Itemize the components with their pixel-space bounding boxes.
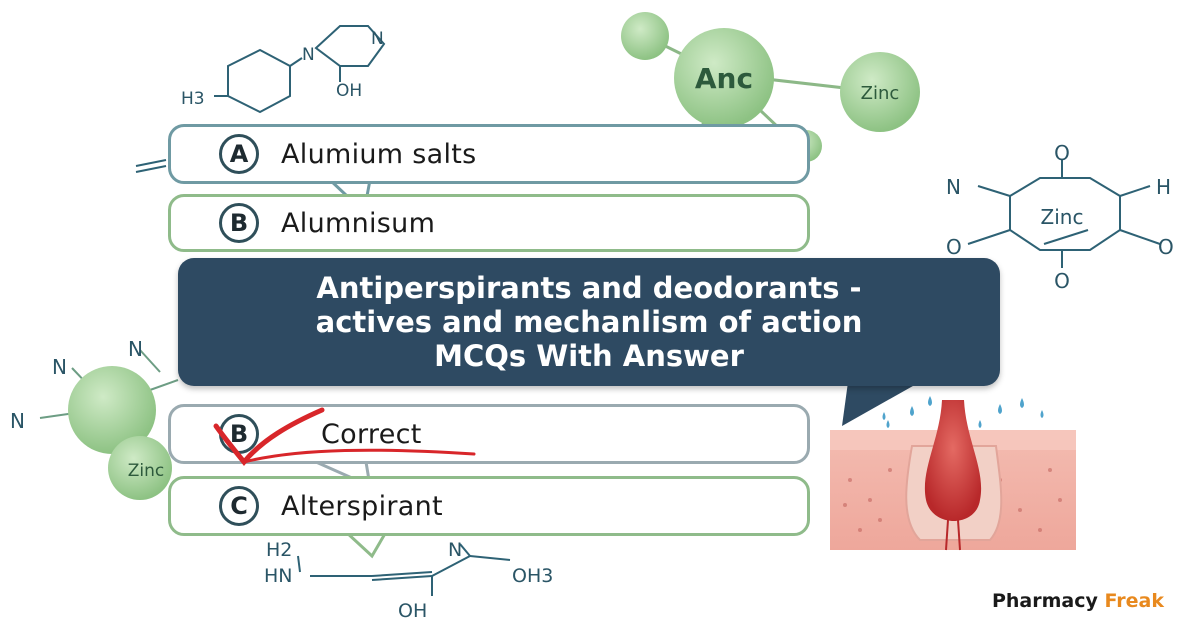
- molecule-top-left: [214, 25, 386, 114]
- anc-ball: [674, 28, 774, 128]
- h-label: H: [1156, 175, 1171, 199]
- zinc-ball: [840, 52, 920, 132]
- zinc-ball: [108, 436, 172, 500]
- o-label: O: [946, 235, 962, 259]
- green-ball: [621, 12, 669, 60]
- banner-tail: [842, 382, 920, 426]
- zinc-ring: [967, 160, 1161, 268]
- h2-label: H2: [266, 539, 292, 561]
- o-label: O: [1158, 235, 1174, 259]
- option-a[interactable]: A Alumium salts: [168, 124, 810, 184]
- option-text: Alterspirant: [281, 490, 443, 522]
- skin-illustration: [830, 396, 1076, 551]
- zinc-label: Zinc: [1041, 205, 1084, 229]
- green-ball: [68, 366, 156, 454]
- option-letter: B: [219, 414, 259, 454]
- hn-label: HN: [264, 565, 293, 587]
- option-c[interactable]: C Alterspirant: [168, 476, 810, 536]
- brand-logo: Pharmacy Freak: [992, 590, 1164, 612]
- o-label: O: [1054, 141, 1070, 165]
- zinc-label: Zinc: [128, 461, 165, 481]
- molecule-bottom: [297, 543, 511, 596]
- option-letter: A: [219, 134, 259, 174]
- o-label: O: [1054, 269, 1070, 293]
- n-label: N: [128, 337, 143, 361]
- zinc-label: Zinc: [861, 83, 900, 104]
- page-title: Antiperspirants and deodorants - actives…: [315, 271, 863, 373]
- oh-label: OH: [398, 600, 427, 622]
- option-text: Alumium salts: [281, 138, 477, 170]
- option-b[interactable]: B Alumnisum: [168, 194, 810, 252]
- option-letter: C: [219, 486, 259, 526]
- oh-label: OH: [336, 81, 362, 101]
- option-text: Alumnisum: [281, 207, 436, 239]
- brand-part-1: Pharmacy: [991, 590, 1105, 612]
- n-label: N: [448, 539, 462, 561]
- title-banner: Antiperspirants and deodorants - actives…: [178, 258, 1000, 386]
- n-label: N: [52, 355, 67, 379]
- n-label: N: [946, 175, 961, 199]
- n-label: N: [302, 45, 315, 65]
- anc-label: Anc: [695, 62, 753, 95]
- option-text: Correct: [321, 418, 422, 450]
- n-label: N: [371, 29, 384, 49]
- option-b-correct[interactable]: B Correct: [168, 404, 810, 464]
- oh3-label: OH3: [512, 565, 553, 587]
- brand-part-2: Freak: [1104, 590, 1164, 612]
- option-letter: B: [219, 203, 259, 243]
- h3-label: H3: [181, 89, 205, 109]
- n-label: N: [10, 409, 25, 433]
